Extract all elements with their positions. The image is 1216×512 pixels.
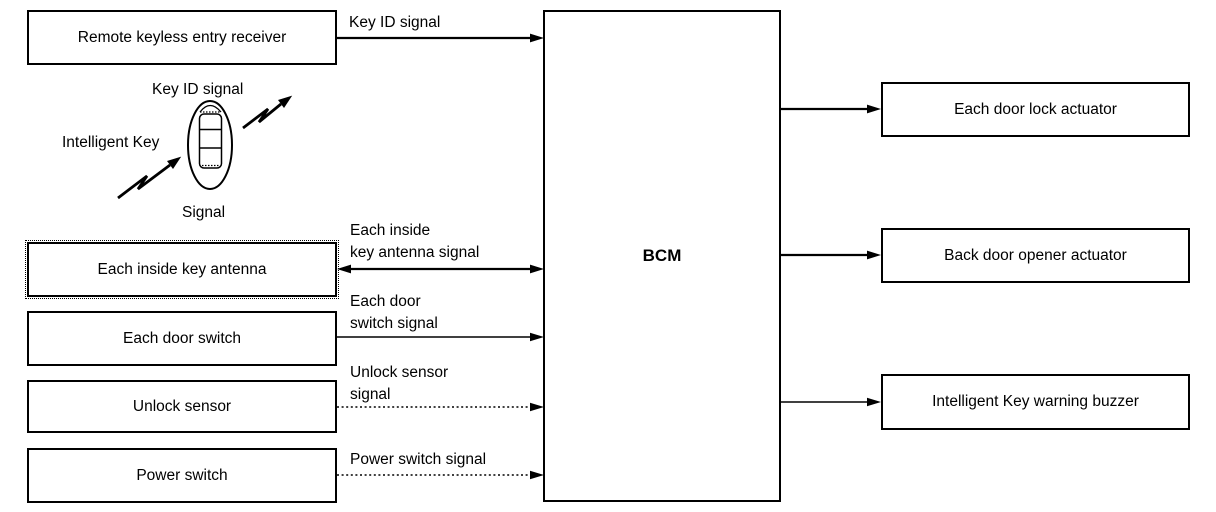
label-line: Each door — [350, 293, 421, 310]
arrowhead-right-icon — [530, 470, 544, 480]
arrowhead-icon — [166, 156, 182, 169]
box-label: Each inside key antenna — [97, 260, 267, 278]
label-line: Each inside — [350, 222, 431, 239]
label-signal: Signal — [182, 204, 226, 221]
box-label: Back door opener actuator — [944, 246, 1127, 264]
label-unlock-sensor-signal: Unlock sensor signal — [350, 362, 448, 406]
box-label: Each door lock actuator — [954, 100, 1117, 118]
arrowhead-icon — [277, 95, 293, 108]
arrow-door-switch-signal — [337, 332, 544, 342]
box-label: Remote keyless entry receiver — [77, 28, 287, 46]
label-line: Unlock sensor — [350, 364, 449, 381]
box-unlock-sensor: Unlock sensor — [27, 380, 337, 433]
radio-wave-zigzag-icon — [117, 156, 182, 200]
box-each-door-lock-actuator: Each door lock actuator — [881, 82, 1190, 137]
label-line: key antenna signal — [350, 244, 480, 261]
arrow-warning-buzzer — [781, 397, 881, 407]
label-door-switch-signal: Each door switch signal — [350, 291, 438, 335]
box-bcm: BCM — [543, 10, 781, 502]
box-label: BCM — [642, 246, 682, 266]
arrowhead-right-icon — [867, 250, 881, 260]
arrow-inside-key-antenna-signal — [337, 264, 544, 274]
arrowhead-right-icon — [530, 264, 544, 274]
label-inside-key-antenna-signal: Each inside key antenna signal — [350, 220, 479, 264]
label-power-switch-signal: Power switch signal — [350, 451, 487, 468]
label-intelligent-key: Intelligent Key — [62, 134, 160, 151]
arrow-power-switch-signal — [337, 470, 544, 480]
arrow-back-door-opener-actuator — [781, 250, 881, 260]
label-line: signal — [350, 386, 391, 403]
key-fob-icon — [187, 100, 233, 190]
arrowhead-right-icon — [867, 104, 881, 114]
box-label: Each door switch — [122, 329, 242, 347]
arrow-unlock-sensor-signal — [337, 402, 544, 412]
arrow-door-lock-actuator — [781, 104, 881, 114]
arrowhead-right-icon — [867, 397, 881, 407]
arrowhead-left-icon — [337, 264, 351, 274]
box-power-switch: Power switch — [27, 448, 337, 503]
arrowhead-right-icon — [530, 33, 544, 43]
arrowhead-right-icon — [530, 332, 544, 342]
box-intelligent-key-warning-buzzer: Intelligent Key warning buzzer — [881, 374, 1190, 430]
label-key-id-signal-fob: Key ID signal — [152, 81, 244, 98]
radio-wave-zigzag-icon — [242, 95, 293, 130]
label-key-id-signal: Key ID signal — [349, 14, 441, 31]
box-label: Power switch — [136, 466, 228, 484]
box-label: Intelligent Key warning buzzer — [932, 393, 1139, 411]
box-remote-keyless-entry-receiver: Remote keyless entry receiver — [27, 10, 337, 65]
box-back-door-opener-actuator: Back door opener actuator — [881, 228, 1190, 283]
label-line: switch signal — [350, 315, 438, 332]
box-each-inside-key-antenna: Each inside key antenna — [25, 240, 339, 299]
box-label: Unlock sensor — [132, 397, 232, 415]
arrowhead-right-icon — [530, 402, 544, 412]
arrow-key-id-signal — [336, 33, 544, 43]
box-each-door-switch: Each door switch — [27, 311, 337, 366]
